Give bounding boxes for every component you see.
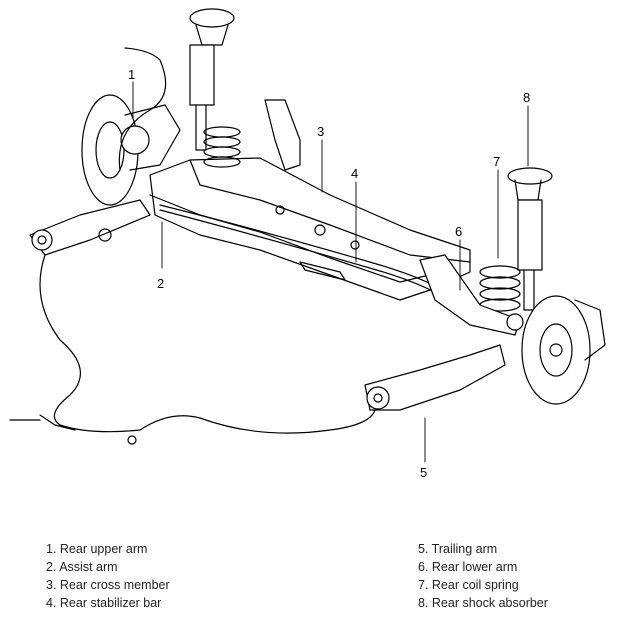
right-lower-arm-illustration xyxy=(419,254,524,336)
right-coil-spring-illustration xyxy=(479,265,521,312)
left-shock-absorber-illustration xyxy=(189,8,235,151)
legend-item-8: 8. Rear shock absorber xyxy=(418,596,548,610)
right-trailing-arm-illustration xyxy=(364,344,506,411)
legend-item-7: 7. Rear coil spring xyxy=(418,578,519,592)
callout-2: 2 xyxy=(157,276,164,291)
legend-left: 1. Rear upper arm 2. Assist arm 3. Rear … xyxy=(46,540,170,612)
right-brake-disc-illustration xyxy=(521,295,606,405)
leader-lines xyxy=(132,81,529,463)
left-coil-spring-illustration xyxy=(203,126,241,168)
legend-item-5: 5. Trailing arm xyxy=(418,542,498,556)
callout-6: 6 xyxy=(455,224,462,239)
legend-item-2: 2. Assist arm xyxy=(46,560,118,574)
callout-8: 8 xyxy=(523,90,530,105)
callout-5: 5 xyxy=(420,465,427,480)
suspension-diagram: 1 2 3 4 5 6 7 8 xyxy=(9,8,606,480)
legend-item-3: 3. Rear cross member xyxy=(46,578,170,592)
legend-item-1: 1. Rear upper arm xyxy=(46,542,148,556)
brake-cable-illustration xyxy=(9,47,376,445)
legend-item-6: 6. Rear lower arm xyxy=(418,560,518,574)
legend-item-4: 4. Rear stabilizer bar xyxy=(46,596,162,610)
right-shock-absorber-illustration xyxy=(507,167,553,311)
callout-3: 3 xyxy=(317,124,324,139)
legend-right: 5. Trailing arm 6. Rear lower arm 7. Rea… xyxy=(418,540,548,612)
callout-4: 4 xyxy=(351,166,358,181)
callout-7: 7 xyxy=(493,154,500,169)
callout-1: 1 xyxy=(128,67,135,82)
cross-member-illustration xyxy=(149,99,471,301)
left-trailing-arm-illustration xyxy=(29,199,151,256)
